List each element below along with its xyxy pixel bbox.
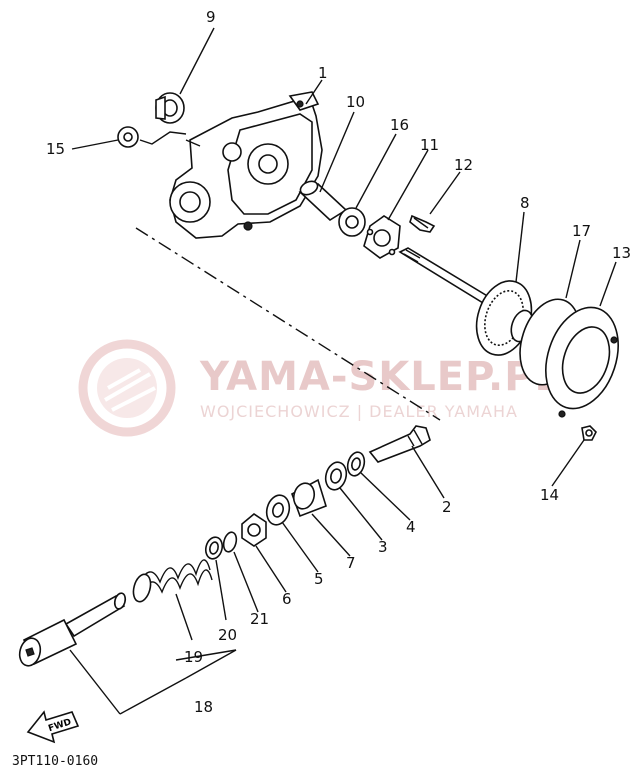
callout-16: 16 [390, 116, 409, 134]
callout-20: 20 [218, 626, 237, 644]
callout-3: 3 [378, 538, 388, 556]
callout-21: 21 [250, 610, 269, 628]
callout-2: 2 [442, 498, 452, 516]
watermark-logo-icon [78, 339, 176, 437]
primary-shaft-8 [398, 247, 534, 356]
cover-13 [545, 306, 619, 418]
callout-4: 4 [406, 518, 416, 536]
diagram-code: 3PT110-0160 [12, 754, 98, 769]
callout-17: 17 [572, 222, 591, 240]
callout-9: 9 [206, 8, 216, 26]
bearing-16 [338, 207, 366, 237]
bearing-5 [265, 494, 291, 526]
leader-lines [69, 27, 617, 715]
fwd-arrow-icon: FWD [26, 710, 80, 744]
bolt-12 [409, 214, 436, 233]
callout-8: 8 [520, 194, 530, 212]
watermark-subtitle: WOJCIECHOWICZ | DEALER YAMAHA [200, 402, 518, 421]
callout-19: 19 [184, 648, 203, 666]
washer-20 [204, 536, 224, 560]
circlip-21 [222, 531, 238, 553]
callout-18: 18 [194, 698, 213, 716]
watermark: YAMA-SKLEP.PL WOJCIECHOWICZ | DEALER YAM… [78, 339, 561, 437]
plate-11 [363, 215, 401, 259]
callout-13: 13 [612, 244, 631, 262]
washer-4 [346, 451, 366, 477]
nut-6 [241, 513, 267, 547]
callout-14: 14 [540, 486, 559, 504]
bolt-14 [581, 425, 597, 441]
center-line [135, 227, 441, 421]
callout-6: 6 [282, 590, 292, 608]
callout-7: 7 [346, 554, 356, 572]
watermark-title: YAMA-SKLEP.PL [199, 354, 561, 400]
transmission-case [169, 91, 323, 239]
callout-5: 5 [314, 570, 324, 588]
callout-1: 1 [318, 64, 328, 82]
shaft-2 [368, 425, 431, 463]
oil-seal-15 [117, 126, 187, 148]
callout-11: 11 [420, 136, 439, 154]
collar-10 [298, 180, 348, 222]
callout-15: 15 [46, 140, 65, 158]
collar-7 [291, 478, 327, 518]
callouts: 9 1 15 10 16 11 12 8 17 13 14 2 4 3 7 5 … [46, 8, 631, 716]
shaft-18 [18, 592, 127, 667]
callout-12: 12 [454, 156, 473, 174]
callout-10: 10 [346, 93, 365, 111]
bearing-3 [324, 461, 348, 491]
spring-19 [132, 559, 213, 603]
bearing-9 [155, 92, 185, 124]
